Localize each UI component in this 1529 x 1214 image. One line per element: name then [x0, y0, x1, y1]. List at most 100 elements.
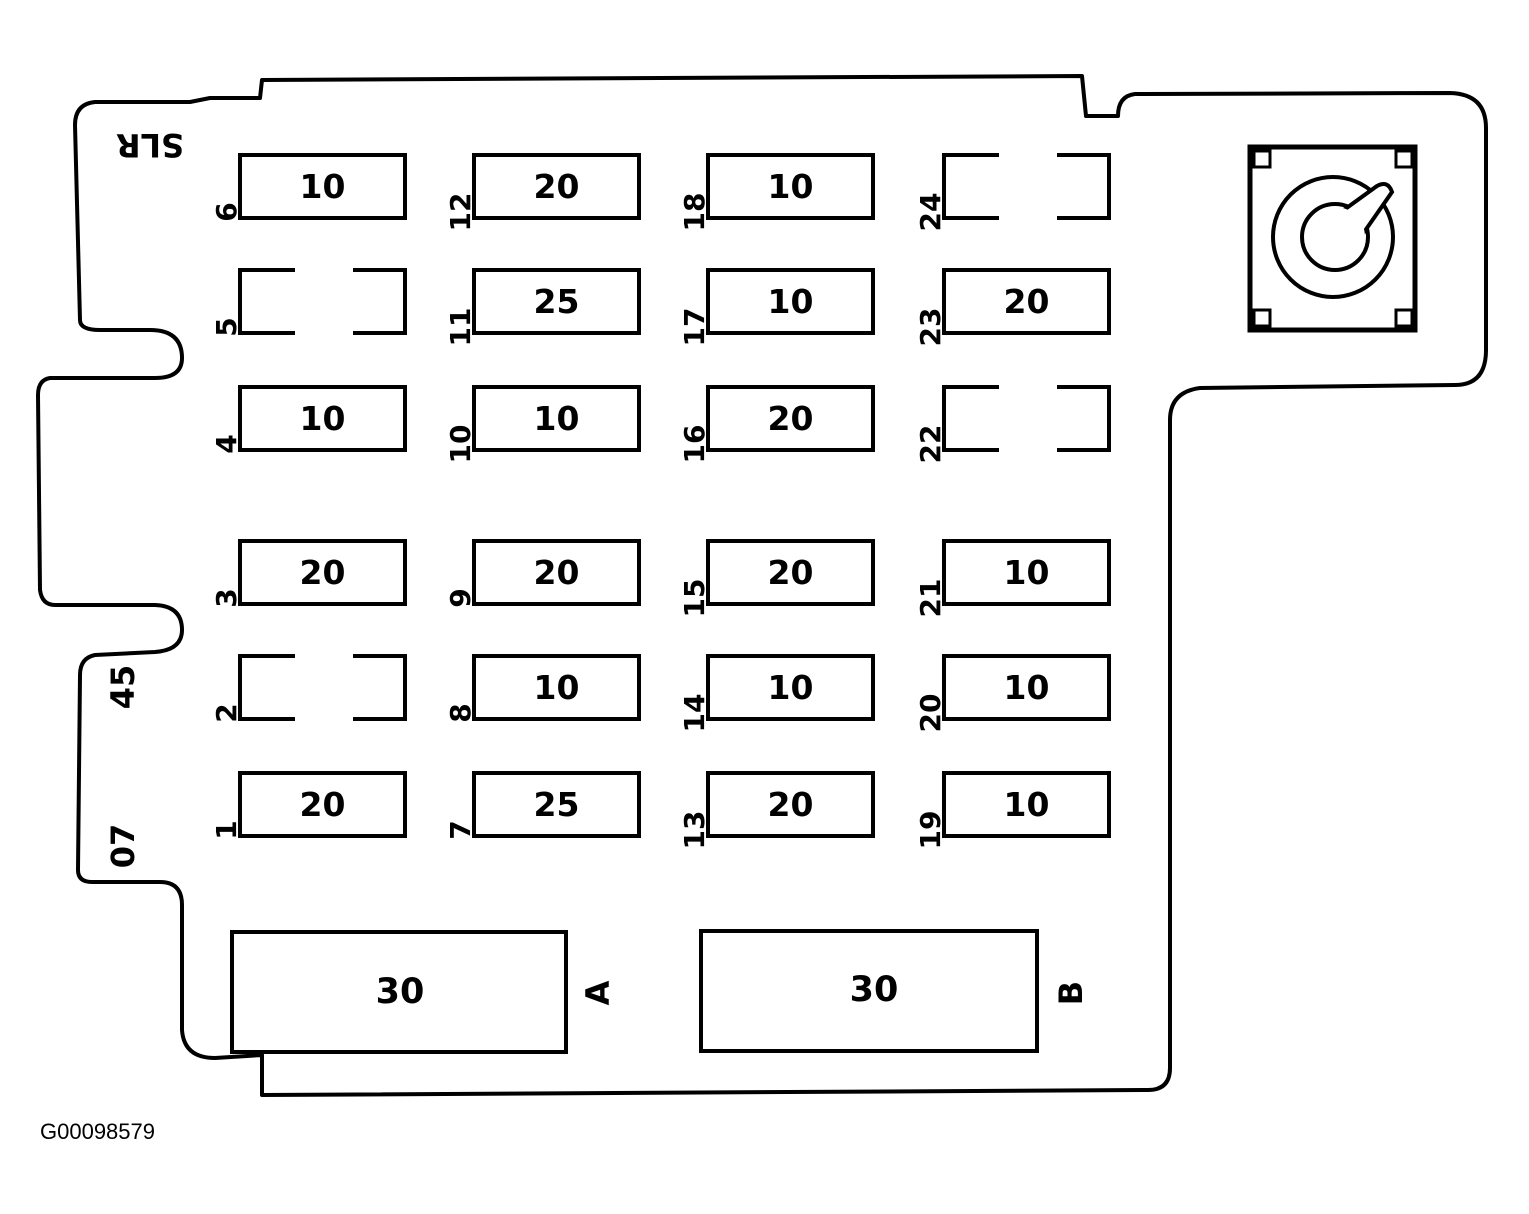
fuse-10: 10 10: [444, 385, 641, 464]
fuse-2: 2: [210, 654, 407, 723]
side-label-45: 45: [104, 665, 142, 710]
fuse-19-body: [942, 771, 1111, 838]
fuse-4-number: 4: [210, 434, 243, 453]
fuse-21-body: [942, 539, 1111, 606]
fuse-21-number: 21: [914, 579, 947, 618]
fuse-20-amps: 10: [1004, 668, 1050, 707]
fuse-5-empty-slot: [238, 268, 407, 335]
fuse-11: 25 11: [444, 268, 641, 347]
fuse-14: 10 14: [678, 654, 875, 733]
fuse-12-number: 12: [444, 193, 477, 232]
fuse-17-body: [706, 268, 875, 335]
fuse-20-number: 20: [914, 694, 947, 733]
fuse-20: 10 20: [914, 654, 1111, 733]
fuse-14-amps: 10: [768, 668, 814, 707]
fuse-8-amps: 10: [534, 668, 580, 707]
fuse-23-body: [942, 268, 1111, 335]
side-label-07: 07: [104, 824, 142, 869]
fuse-9-body: [472, 539, 641, 606]
fuse-24-number: 24: [914, 193, 947, 232]
fuse-3-body: [238, 539, 407, 606]
fuse-12-body: [472, 153, 641, 220]
maxi-fuse-a-amps: 30: [376, 972, 425, 1012]
fuse-13-amps: 20: [768, 785, 814, 824]
image-code: G00098579: [40, 1119, 155, 1144]
fuse-15-body: [706, 539, 875, 606]
maxi-fuse-a: 30: [230, 930, 568, 1054]
fuse-23-number: 23: [914, 308, 947, 347]
fuse-17: 10 17: [678, 268, 875, 347]
fuse-18: 10 18: [678, 153, 875, 232]
fuse-12-amps: 20: [534, 167, 580, 206]
maxi-fuse-b: 30: [699, 929, 1039, 1053]
maxi-fuse-b-amps: 30: [850, 970, 899, 1010]
top-label: SLR: [116, 126, 184, 164]
fuse-14-body: [706, 654, 875, 721]
fuse-4-body: [238, 385, 407, 452]
relay-icon: [1247, 144, 1418, 333]
fuse-22: 22: [914, 385, 1111, 464]
fuse-2-empty-slot: [238, 654, 407, 721]
fuse-9: 20 9: [444, 539, 641, 608]
fuse-13-body: [706, 771, 875, 838]
fuse-7: 257: [444, 771, 641, 840]
fuse-16-number: 16: [678, 425, 711, 464]
fuse-1-amps: 20: [300, 785, 346, 824]
fuse-panel-outline: [36, 74, 1488, 1097]
fuse-7-amps: 25: [534, 785, 580, 824]
fuse-17-number: 17: [678, 308, 711, 347]
fuse-4-amps: 10: [300, 399, 346, 438]
fuse-3-number: 3: [210, 588, 243, 607]
fuse-24-empty-slot: [942, 153, 1111, 220]
fuse-8-number: 8: [444, 703, 477, 722]
fuse-1-body: [238, 771, 407, 838]
fuse-7-body: [472, 771, 641, 838]
fuse-1-number: 1: [210, 820, 243, 839]
fuse-1: 20 1: [210, 771, 407, 840]
fuse-14-number: 14: [678, 694, 711, 733]
fuse-10-number: 10: [444, 425, 477, 464]
fuse-18-body: [706, 153, 875, 220]
fuse-16-body: [706, 385, 875, 452]
fuse-3: 20 3: [210, 539, 407, 608]
fuse-11-number: 11: [444, 308, 477, 347]
fuse-6-number: 6: [210, 202, 243, 221]
fuse-6: 10 6: [210, 153, 407, 222]
fuse-23-amps: 20: [1004, 282, 1050, 321]
fuse-10-amps: 10: [534, 399, 580, 438]
fuse-9-number: 9: [444, 588, 477, 607]
fuse-13-number: 13: [678, 811, 711, 850]
fuse-9-amps: 20: [534, 553, 580, 592]
fuse-5-number: 5: [210, 317, 243, 336]
fuse-6-body: [238, 153, 407, 220]
fuse-16-amps: 20: [768, 399, 814, 438]
fuse-17-amps: 10: [768, 282, 814, 321]
fuse-11-amps: 25: [534, 282, 580, 321]
fuse-grid: 2012203104510625710820910102511201220131…: [210, 153, 1111, 850]
fuse-24: 24: [914, 153, 1111, 232]
maxi-fuse-a-label: A: [579, 980, 617, 1005]
fuse-6-amps: 10: [300, 167, 346, 206]
fuse-3-amps: 20: [300, 553, 346, 592]
fuse-4: 10 4: [210, 385, 407, 454]
fuse-8-body: [472, 654, 641, 721]
fuse-10-body: [472, 385, 641, 452]
fuse-18-amps: 10: [768, 167, 814, 206]
fuse-19: 10 19: [914, 771, 1111, 850]
fuse-20-body: [942, 654, 1111, 721]
fuse-22-number: 22: [914, 425, 947, 464]
fuse-18-number: 18: [678, 193, 711, 232]
maxi-fuse-b-label: B: [1052, 981, 1090, 1005]
fuse-15-amps: 20: [768, 553, 814, 592]
fuse-19-number: 19: [914, 811, 947, 850]
fuse-2-number: 2: [210, 703, 243, 722]
fuse-19-amps: 10: [1004, 785, 1050, 824]
fuse-22-empty-slot: [942, 385, 1111, 452]
fuse-11-body: [472, 268, 641, 335]
fuse-15-number: 15: [678, 579, 711, 618]
